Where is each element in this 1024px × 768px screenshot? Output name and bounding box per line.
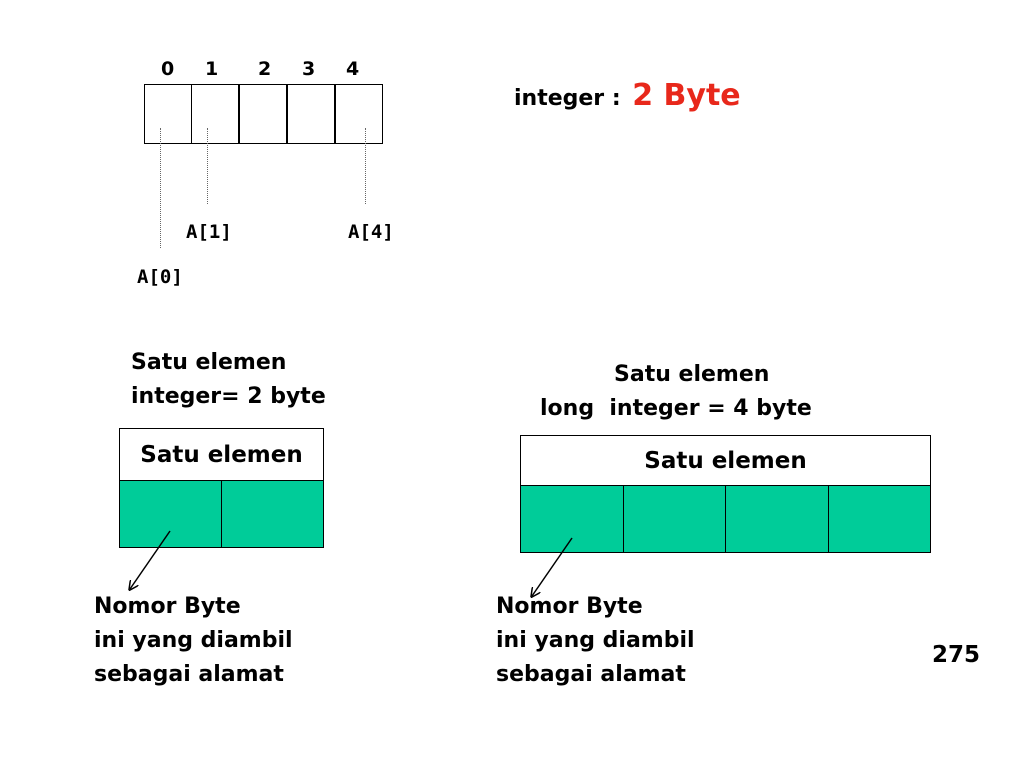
array-index-4: 4 [346,58,360,80]
integer-note-line2: ini yang diambil [94,628,293,653]
long-caption-line1: Satu elemen [614,362,770,387]
integer-size-value: 2 Byte [632,78,741,113]
integer-note-line3: sebagai alamat [94,662,284,687]
array-index-0: 0 [161,58,175,80]
pointer-line-a1 [207,128,208,204]
integer-caption-line1: Satu elemen [131,350,287,375]
array-index-2: 2 [258,58,272,80]
long-byte-cell-1 [623,485,726,553]
integer-byte-cell-0 [119,480,222,548]
label-a0: A[0] [137,266,183,288]
page-number: 275 [932,642,981,668]
integer-element-header: Satu elemen [119,428,324,481]
long-byte-cell-3 [828,485,931,553]
array-cell-3 [287,84,335,144]
array-cell-4 [335,84,383,144]
integer-caption-line2: integer= 2 byte [131,384,326,409]
integer-size-prefix: integer : [514,86,621,111]
long-byte-cell-0 [520,485,624,553]
array-index-3: 3 [302,58,316,80]
long-note-line2: ini yang diambil [496,628,695,653]
long-note-line3: sebagai alamat [496,662,686,687]
long-arrow [532,537,573,596]
label-a4: A[4] [348,221,394,243]
array-cell-1 [191,84,239,144]
integer-size-line: integer : 2 Byte [514,78,741,113]
long-note-line1: Nomor Byte [496,594,643,619]
long-byte-cell-2 [725,485,829,553]
array-cell-2 [239,84,287,144]
array-index-1: 1 [205,58,219,80]
label-a1: A[1] [186,221,232,243]
integer-note-line1: Nomor Byte [94,594,241,619]
array-cell-0 [144,84,192,144]
pointer-line-a4 [365,128,366,204]
long-caption-line2: long integer = 4 byte [540,396,812,421]
integer-arrow [130,530,171,589]
long-element-header: Satu elemen [520,435,931,486]
integer-byte-cell-1 [221,480,324,548]
pointer-line-a0 [160,128,161,248]
